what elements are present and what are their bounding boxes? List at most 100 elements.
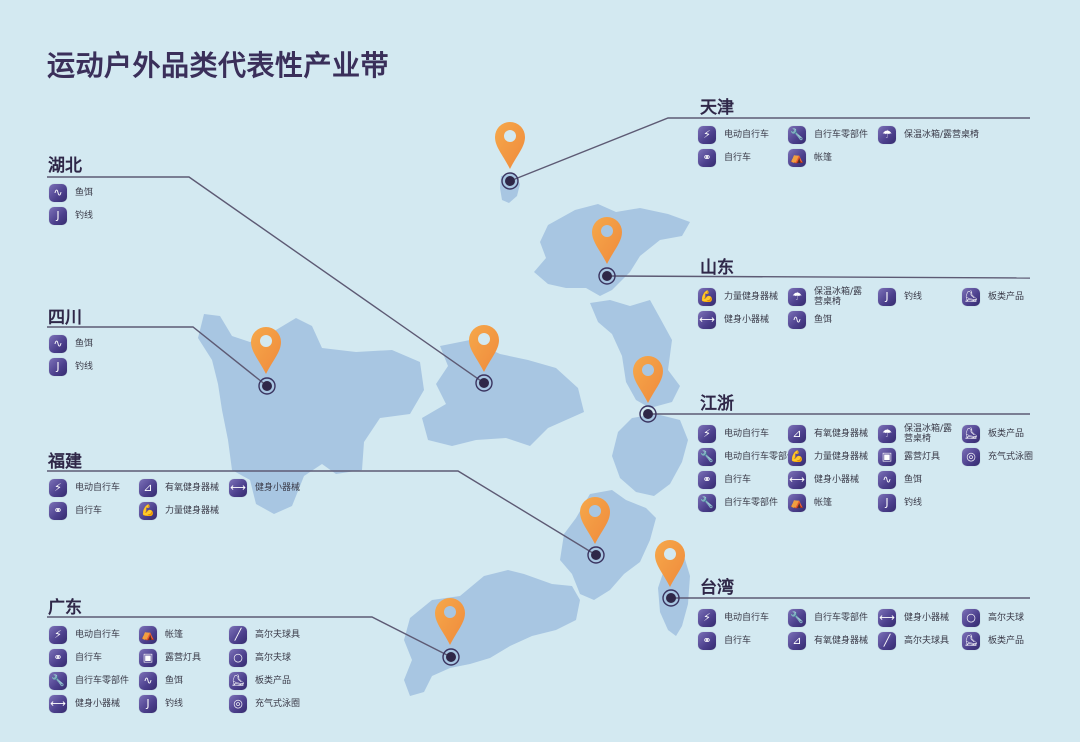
list-item: 💪力量健身器械 [788,447,868,467]
list-item: 💪力量健身器械 [698,287,778,307]
ebike-parts-icon: 🔧 [698,448,716,466]
fish-bait-icon: ∿ [139,672,157,690]
skateboard-icon: ⛸ [962,425,980,443]
list-item: 🔧自行车零部件 [788,125,868,145]
list-item: ⛸板类产品 [962,631,1024,651]
arm-muscle-icon: 💪 [698,288,716,306]
treadmill-icon: ⊿ [788,632,806,650]
list-item: ╱高尔夫球具 [878,631,949,651]
list-item: ⛸板类产品 [962,287,1024,307]
list-item: ○高尔夫球 [962,608,1024,628]
region-heading-sichuan: 四川 [48,308,82,328]
leader-line-hubei [47,176,485,384]
ebike-icon: ⚡ [49,479,67,497]
list-item: ○高尔夫球 [229,648,291,668]
list-item: ⚭自行车 [49,501,102,521]
treadmill-icon: ⊿ [788,425,806,443]
list-item: ╱高尔夫球具 [229,625,300,645]
list-item: ⛺帐篷 [139,625,183,645]
skateboard-icon: ⛸ [962,288,980,306]
pin-jiangzhe [633,356,663,423]
ebike-icon: ⚡ [49,626,67,644]
wrench-icon: 🔧 [788,609,806,627]
leader-line-guangdong [47,616,452,658]
list-item: ◎充气式泳圈 [962,447,1033,467]
dumbbell-icon: ⟷ [698,311,716,329]
list-item: ⟷健身小器械 [788,470,859,490]
ebike-icon: ⚡ [698,425,716,443]
province-guangdong [404,570,580,696]
golf-ball-icon: ○ [229,649,247,667]
region-heading-hubei: 湖北 [48,156,82,176]
list-item: ☂保温冰箱/露营桌椅 [788,287,868,307]
list-item: ∿鱼饵 [878,470,922,490]
list-item: ⚡电动自行车 [698,424,769,444]
list-item: ▣露营灯具 [139,648,201,668]
province-hubei [422,340,584,446]
list-item: ☂保温冰箱/露营桌椅 [878,125,979,145]
fish-bait-icon: ∿ [49,335,67,353]
pin-fujian [580,497,610,564]
fishing-hook-icon: J [878,494,896,512]
province-zhejiang [612,414,688,496]
list-item: ⛸板类产品 [229,671,291,691]
dumbbell-icon: ⟷ [49,695,67,713]
list-item: ∿鱼饵 [788,310,832,330]
cooler-icon: ☂ [878,425,896,443]
dumbbell-icon: ⟷ [229,479,247,497]
leader-line-tianjin [509,117,1030,182]
fishing-hook-icon: J [49,358,67,376]
ebike-icon: ⚡ [698,609,716,627]
pin-sichuan [251,327,281,395]
pin-shandong [592,217,622,285]
list-item: 🔧自行车零部件 [49,671,129,691]
province-tianjin [500,173,520,203]
region-heading-tianjin: 天津 [700,98,734,118]
dumbbell-icon: ⟷ [788,471,806,489]
bicycle-icon: ⚭ [49,502,67,520]
list-item: ⊿有氧健身器械 [139,478,219,498]
bicycle-icon: ⚭ [49,649,67,667]
list-item: ⚭自行车 [698,148,751,168]
list-item: ⟷健身小器械 [229,478,300,498]
province-sichuan [198,314,424,514]
pin-taiwan [655,540,685,607]
bicycle-icon: ⚭ [698,471,716,489]
golf-ball-icon: ○ [962,609,980,627]
pin-tianjin [495,122,525,190]
list-item: ⚡电动自行车 [49,625,120,645]
list-item: ∿鱼饵 [49,183,93,203]
region-heading-guangdong: 广东 [48,598,82,618]
swim-ring-icon: ◎ [229,695,247,713]
lantern-icon: ▣ [139,649,157,667]
list-item: 🔧自行车零部件 [788,608,868,628]
tent-icon: ⛺ [139,626,157,644]
wrench-icon: 🔧 [49,672,67,690]
list-item: ⛺帐篷 [788,148,832,168]
skateboard-icon: ⛸ [229,672,247,690]
fishing-hook-icon: J [878,288,896,306]
list-item: 🔧自行车零部件 [698,493,778,513]
list-item: 💪力量健身器械 [139,501,219,521]
cooler-icon: ☂ [878,126,896,144]
dumbbell-icon: ⟷ [878,609,896,627]
arm-muscle-icon: 💪 [788,448,806,466]
list-item: ▣露营灯具 [878,447,940,467]
leader-line-sichuan [47,326,268,387]
pin-hubei [469,325,499,392]
list-item: ⚡电动自行车 [698,608,769,628]
list-item: ☂保温冰箱/露营桌椅 [878,424,958,444]
list-item: ⊿有氧健身器械 [788,631,868,651]
list-item: ∿鱼饵 [139,671,183,691]
page-title: 运动户外品类代表性产业带 [47,49,390,82]
treadmill-icon: ⊿ [139,479,157,497]
list-item: ⚭自行车 [49,648,102,668]
wrench-icon: 🔧 [788,126,806,144]
bicycle-icon: ⚭ [698,632,716,650]
pin-guangdong [435,598,465,666]
lantern-icon: ▣ [878,448,896,466]
